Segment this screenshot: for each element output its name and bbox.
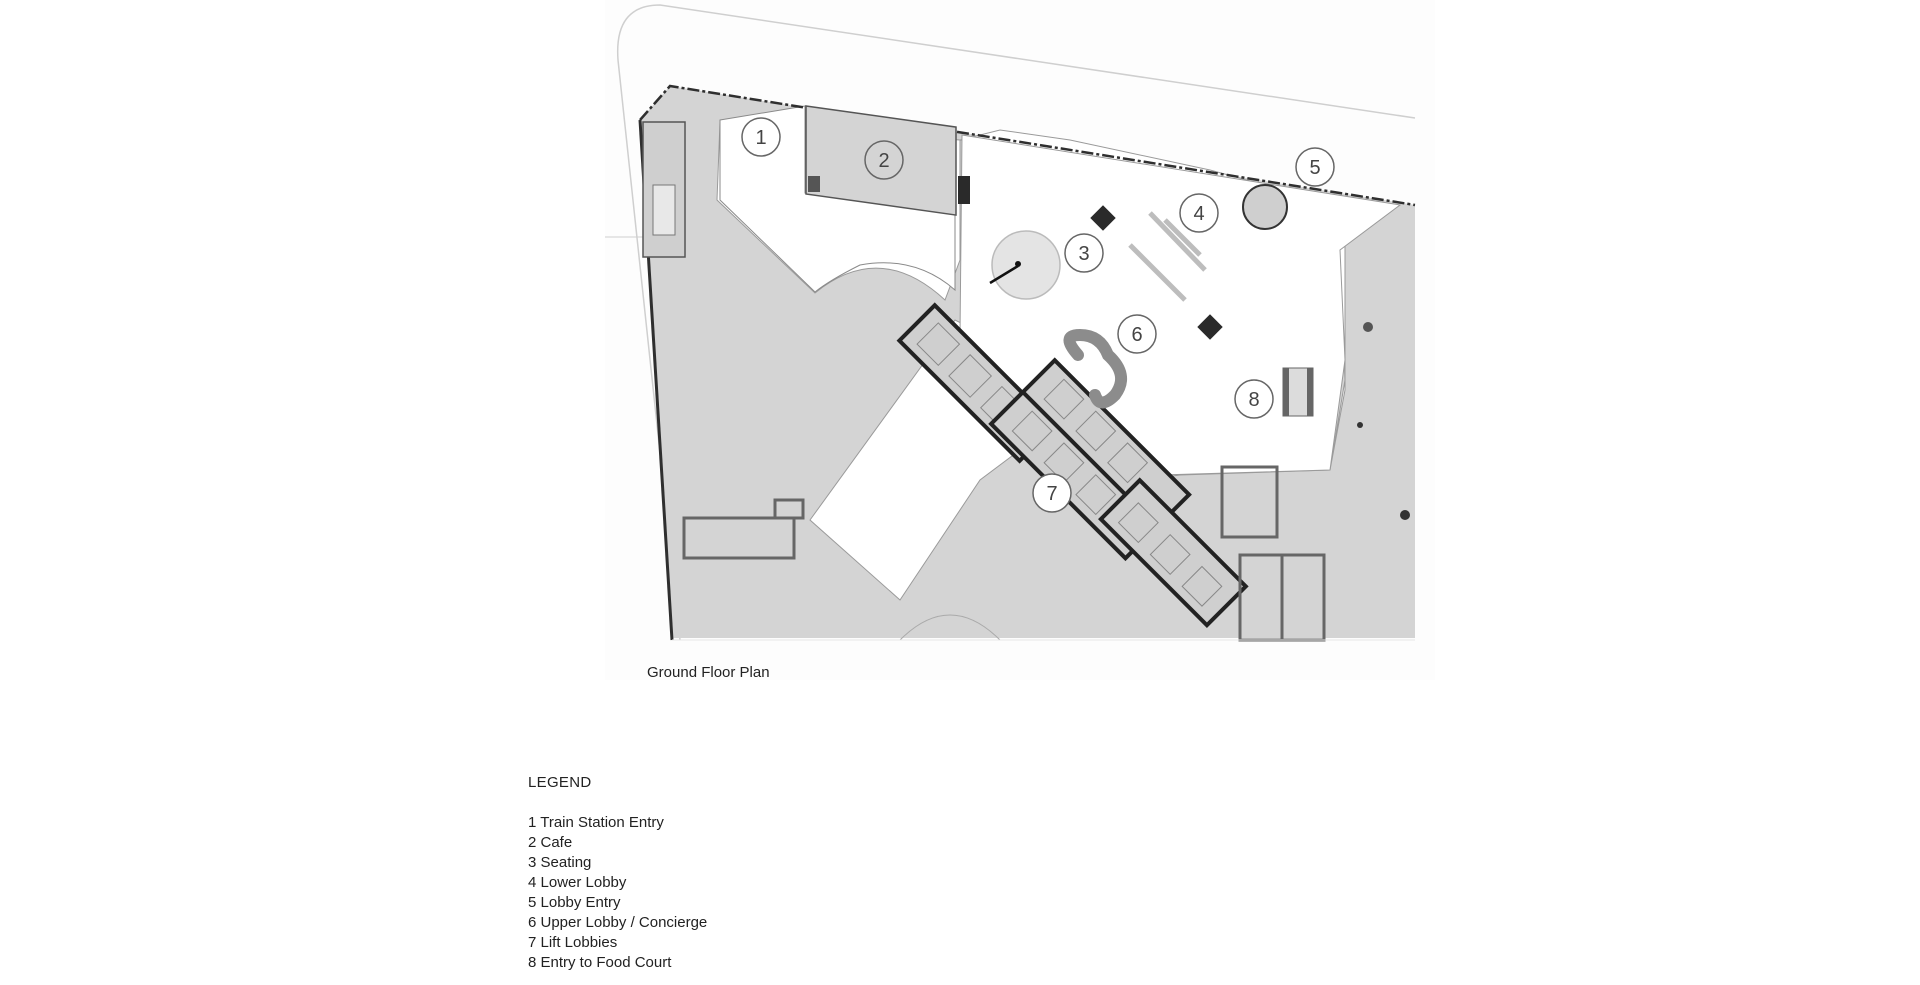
legend-item-seating: 3 Seating xyxy=(528,854,592,871)
legend-item-lift-lobbies: 7 Lift Lobbies xyxy=(528,934,618,951)
svg-text:6: 6 xyxy=(1131,324,1142,346)
site-boundary xyxy=(616,4,1416,641)
cafe-block xyxy=(805,105,957,216)
pointer-line xyxy=(989,264,1019,285)
legend-item-entry-to-food-court: 8 Entry to Food Court xyxy=(528,954,672,971)
legend-item-upper-lobby-concierge: 6 Upper Lobby / Concierge xyxy=(528,914,708,931)
revolving-door xyxy=(1242,184,1288,230)
south-arc xyxy=(899,614,1001,641)
svg-text:5: 5 xyxy=(1309,157,1320,179)
svg-text:7: 7 xyxy=(1046,483,1057,505)
column-dot xyxy=(1363,322,1373,332)
legend-item-lower-lobby: 4 Lower Lobby xyxy=(528,874,627,891)
legend-title: LEGEND xyxy=(528,774,592,791)
stair-flight xyxy=(652,184,676,236)
dark-column xyxy=(808,176,820,192)
marker-1: 1 xyxy=(741,117,781,157)
svg-text:8: 8 xyxy=(1248,389,1259,411)
marker-4: 4 xyxy=(1179,193,1219,233)
marker-5: 5 xyxy=(1295,147,1335,187)
svg-text:2: 2 xyxy=(878,150,889,172)
column-dot xyxy=(1357,422,1363,428)
legend-item-train-station-entry: 1 Train Station Entry xyxy=(528,814,664,831)
svg-text:4: 4 xyxy=(1193,203,1204,225)
concierge-desk xyxy=(1063,328,1128,409)
svg-text:3: 3 xyxy=(1078,243,1089,265)
lift-bank-3 xyxy=(1098,477,1249,629)
marker-6: 6 xyxy=(1117,314,1157,354)
seating-round xyxy=(991,230,1061,300)
marker-8: 8 xyxy=(1234,379,1274,419)
figure-caption: Ground Floor Plan xyxy=(647,664,770,681)
lobby-steps xyxy=(1128,211,1207,302)
legend: LEGEND 1 Train Station Entry 2 Cafe 3 Se… xyxy=(528,773,707,973)
south-west-stairs xyxy=(682,498,805,560)
legend-item-lobby-entry: 5 Lobby Entry xyxy=(528,894,621,911)
legend-item-cafe: 2 Cafe xyxy=(528,834,573,851)
marker-2: 2 xyxy=(864,140,904,180)
column-dot xyxy=(1400,510,1410,520)
svg-text:1: 1 xyxy=(755,127,766,149)
facade-line xyxy=(639,84,1416,207)
marker-3: 3 xyxy=(1064,233,1104,273)
dark-column xyxy=(958,176,970,204)
marker-7: 7 xyxy=(1032,473,1072,513)
